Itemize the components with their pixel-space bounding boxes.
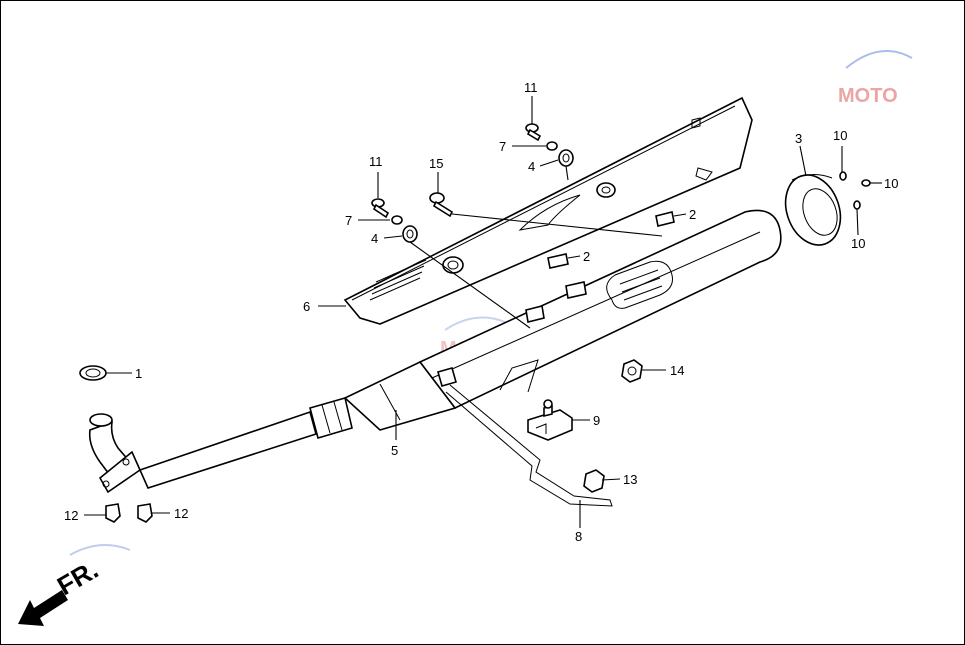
bolt-11-lower [371, 198, 390, 219]
callout-7-lower: 7 [345, 213, 352, 228]
screw-10-set [839, 171, 871, 210]
callout-11-lower: 11 [369, 154, 383, 169]
nut-14 [621, 359, 643, 383]
callout-2-upper: 2 [689, 207, 696, 222]
collar-7-lower [391, 215, 403, 225]
callout-8: 8 [575, 529, 582, 544]
callout-3: 3 [795, 131, 802, 146]
tail-cap-part [784, 174, 842, 246]
moto-watermark-logo: MOTO [838, 50, 913, 107]
callout-15: 15 [429, 156, 443, 171]
callout-4-lower: 4 [371, 231, 378, 246]
callout-10-bottom: 10 [851, 236, 865, 251]
callout-14: 14 [670, 363, 684, 378]
collar-7-upper [546, 141, 558, 151]
callout-12-left: 12 [64, 508, 78, 523]
callout-1: 1 [135, 366, 142, 381]
clip-part-mid [565, 281, 587, 299]
svg-text:MOTO: MOTO [838, 85, 898, 107]
bracket-part [445, 384, 613, 507]
callout-10-top: 10 [833, 128, 847, 143]
bolt-15 [429, 192, 454, 218]
muffler-part [88, 209, 782, 494]
callout-9: 9 [593, 413, 600, 428]
bolt-11-upper [525, 123, 542, 142]
callout-7-upper: 7 [499, 139, 506, 154]
leader-lines [84, 96, 882, 528]
clip-part-lower [547, 253, 569, 269]
gasket-part [79, 365, 107, 381]
grommet-4-lower [402, 225, 418, 243]
callout-2-lower: 2 [583, 249, 590, 264]
callout-13: 13 [623, 472, 637, 487]
moto-watermark-logo [69, 544, 131, 556]
callout-4-upper: 4 [528, 159, 535, 174]
callout-6: 6 [303, 299, 310, 314]
nut-13 [583, 469, 605, 493]
callout-12-right: 12 [174, 506, 188, 521]
nut-12-right [137, 503, 153, 523]
front-direction-arrow-icon [18, 590, 68, 626]
nut-12-left [105, 503, 121, 523]
rubber-mount-part [527, 399, 573, 441]
clip-part-low [525, 305, 545, 323]
callout-5: 5 [391, 443, 398, 458]
grommet-4-upper [558, 149, 574, 167]
clip-part-upper [655, 211, 675, 227]
callout-11-upper: 11 [524, 80, 538, 95]
callout-10-right: 10 [884, 176, 898, 191]
